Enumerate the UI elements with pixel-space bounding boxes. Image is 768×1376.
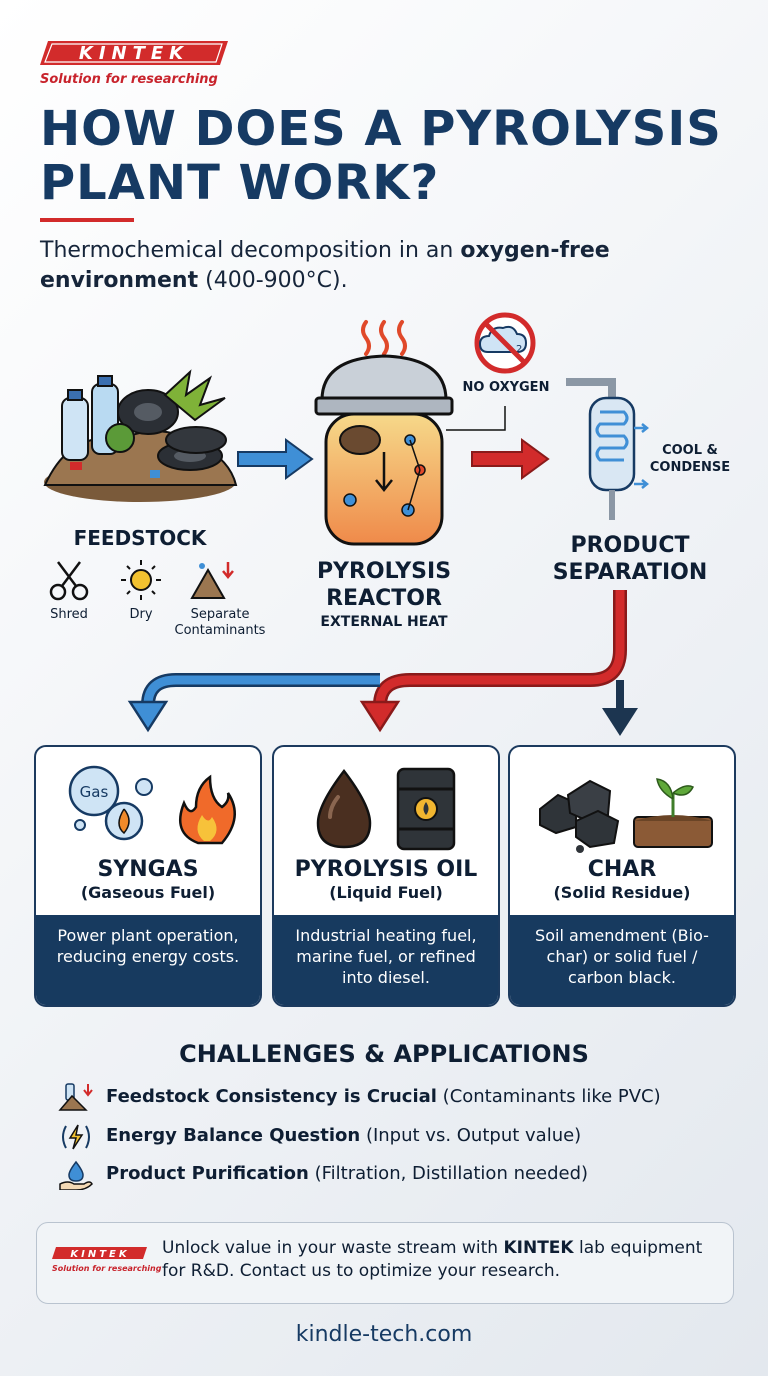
product-card-oil: PYROLYSIS OIL (Liquid Fuel) Industrial h… [272,745,500,1007]
page-subtitle: Thermochemical decomposition in an oxyge… [40,236,740,296]
separation-label-line-1: PRODUCT [570,533,690,558]
no-oxygen-label: NO OXYGEN [462,380,550,395]
challenge-item: Energy Balance Question (Input vs. Outpu… [106,1125,746,1146]
output-routes [127,590,638,736]
no-oxygen-subscript: 2 [516,344,522,355]
bottle-pile-icon [58,1083,93,1111]
external-heat-label: EXTERNAL HEAT [320,614,448,630]
process-diagram: 2 [43,312,650,736]
step-shred-label: Shred [50,607,88,622]
title-line-2: PLANT WORK? [40,155,440,211]
subtitle-text: Thermochemical decomposition in an [40,238,461,263]
subtitle-end: (400-900°C). [198,268,348,293]
challenge-rest: (Input vs. Output value) [360,1125,582,1146]
cta-text-post: lab equipment for R&D. Contact us to opt… [162,1238,703,1281]
sorting-icon [190,562,234,599]
product-card-syngas: Gas SYNGAS (Gaseous Fuel) Power plant op… [34,745,262,1007]
droplet-hand-icon [59,1160,93,1190]
reactor-label-line-2: REACTOR [326,586,442,611]
oil-icon [316,767,456,851]
challenge-rest: (Filtration, Distillation needed) [308,1163,589,1184]
pyrolysis-reactor-icon [314,354,454,546]
condenser-icon [566,378,650,520]
energy-icon [62,1124,90,1150]
feedstock-pile-icon [43,369,238,502]
char-icon [539,778,713,853]
logo-text: KINTEK [79,43,189,64]
cta-text-bold: KINTEK [503,1238,574,1258]
kintek-logo: KINTEK [40,41,228,65]
feedstock-label: FEEDSTOCK [73,526,207,550]
arrow-to-reactor [237,438,314,480]
cool-condense-label: COOL & CONDENSE [640,442,740,476]
gas-bubble-text: Gas [80,783,109,801]
product-desc: Soil amendment (Bio-char) or solid fuel … [510,915,734,1005]
step-separate-label: Separate Contaminants [174,607,266,638]
cta-logo-text: KINTEK [70,1249,129,1260]
challenge-bold: Energy Balance Question [106,1125,361,1146]
product-sub: (Liquid Fuel) [329,883,443,902]
challenge-item: Feedstock Consistency is Crucial (Contam… [106,1086,746,1107]
challenge-item: Product Purification (Filtration, Distil… [106,1163,746,1184]
cta-logo: KINTEK [52,1247,147,1260]
cool-label-line-1: COOL & [662,443,718,458]
scissors-icon [49,561,89,601]
reactor-label-line-1: PYROLYSIS [316,559,452,584]
separation-label-line-2: SEPARATION [552,560,708,585]
title-line-1: HOW DOES A PYROLYSIS [40,101,722,157]
product-desc: Industrial heating fuel, marine fuel, or… [274,915,498,1005]
title-divider [40,218,134,222]
sun-icon [121,560,161,600]
arrow-to-separation [471,438,550,480]
product-name: SYNGAS [97,857,199,882]
step-dry-label: Dry [129,607,153,622]
no-oxygen-icon: 2 [474,312,536,374]
product-card-char: CHAR (Solid Residue) Soil amendment (Bio… [508,745,736,1007]
reactor-label: PYROLYSIS REACTOR [284,558,484,612]
cta-logo-tagline: Solution for researching [52,1264,162,1273]
product-name: PYROLYSIS OIL [294,857,478,882]
cool-label-line-2: CONDENSE [649,460,731,475]
cta-box [36,1222,734,1304]
product-sub: (Gaseous Fuel) [80,883,216,902]
product-desc: Power plant operation, reducing energy c… [36,915,260,1005]
footer-url[interactable]: kindle-tech.com [295,1322,473,1347]
product-sub: (Solid Residue) [553,883,691,902]
cta-text-pre: Unlock value in your waste stream with [162,1238,504,1258]
heat-waves-icon [361,320,407,356]
challenge-bold: Product Purification [106,1163,309,1184]
product-name: CHAR [587,857,657,882]
page-title: HOW DOES A PYROLYSIS PLANT WORK? [40,102,740,210]
challenges-title: CHALLENGES & APPLICATIONS [179,1040,589,1068]
product-separation-label: PRODUCT SEPARATION [530,532,730,586]
challenge-bold: Feedstock Consistency is Crucial [106,1086,437,1107]
no-oxygen-connector [446,406,506,431]
subtitle-bold: oxygen-free environment [40,238,610,293]
cta-text: Unlock value in your waste stream with K… [162,1237,722,1283]
logo-tagline: Solution for researching [40,72,218,87]
challenge-rest: (Contaminants like PVC) [436,1086,661,1107]
syngas-icon: Gas [68,765,236,845]
